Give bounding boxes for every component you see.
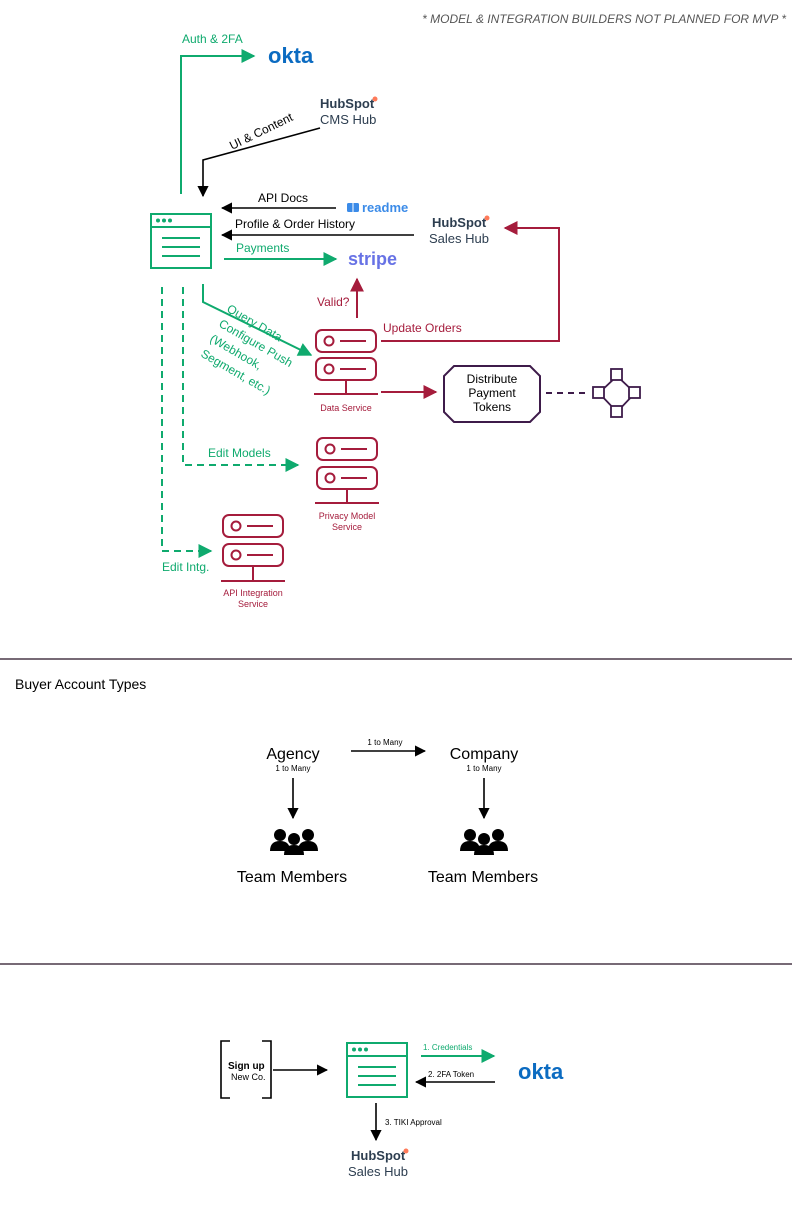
team-members-right-label: Team Members [428, 869, 538, 886]
credentials-label: 1. Credentials [423, 1043, 472, 1052]
api-integration-service-icon [221, 514, 285, 582]
hubspot-wordmark-bottom: HubSpot [351, 1148, 406, 1163]
tiki-approval-label: 3. TIKI Approval [385, 1118, 442, 1127]
distribute-label-2: Payment [468, 386, 516, 400]
hubspot-sprocket-icon [372, 96, 378, 102]
okta-logo-bottom: okta [518, 1059, 564, 1084]
hubspot-wordmark-sales: HubSpot [432, 215, 487, 230]
stripe-logo: stripe [348, 249, 397, 269]
signup-bracket-box [220, 1040, 272, 1099]
edit-models-arrow [182, 287, 300, 472]
query-data-arrow [202, 284, 313, 356]
team-members-icon-left [270, 829, 318, 855]
payments-label: Payments [236, 241, 289, 255]
edit-models-label: Edit Models [208, 446, 271, 460]
privacy-service-label-1: Privacy Model [319, 511, 376, 521]
distribute-tokens-node [443, 365, 541, 423]
team-members-left-label: Team Members [237, 869, 347, 886]
agency-rel-label: 1 to Many [275, 764, 310, 773]
link-rel-label: 1 to Many [367, 738, 402, 747]
web-app-window-icon [150, 213, 212, 269]
readme-wordmark: readme [362, 200, 408, 215]
edit-intg-arrow [161, 287, 213, 558]
signup-subtitle: New Co. [231, 1072, 266, 1082]
team-members-icon-right [460, 829, 508, 855]
buyer-section-title: Buyer Account Types [15, 676, 146, 692]
auth-arrow [180, 49, 256, 194]
hubspot-cms-hub-logo: HubSpot CMS Hub [320, 96, 378, 127]
hubspot-sprocket-icon [484, 215, 490, 221]
signup-app-window-icon [346, 1042, 408, 1098]
distribute-label-1: Distribute [467, 372, 518, 386]
edit-intg-label: Edit Intg. [162, 560, 209, 574]
valid-label: Valid? [317, 295, 350, 309]
data-service-icon [314, 329, 378, 395]
okta-logo-top: okta [268, 43, 314, 68]
api-service-label-1: API Integration [223, 588, 283, 598]
cms-hub-label: CMS Hub [320, 112, 376, 127]
distribute-label-3: Tokens [473, 400, 511, 414]
hubspot-sales-hub-logo-top: HubSpot Sales Hub [429, 215, 490, 246]
sales-hub-label: Sales Hub [429, 231, 489, 246]
privacy-service-label-2: Service [332, 522, 362, 532]
ui-content-arrow [197, 127, 321, 198]
sales-hub-label-bottom: Sales Hub [348, 1164, 408, 1179]
twofa-label: 2. 2FA Token [428, 1070, 474, 1079]
signup-title: Sign up [228, 1061, 265, 1072]
profile-label: Profile & Order History [235, 217, 355, 231]
hubspot-wordmark-cms: HubSpot [320, 96, 375, 111]
company-rel-label: 1 to Many [466, 764, 501, 773]
ui-content-label: UI & Content [227, 110, 295, 153]
api-docs-label: API Docs [258, 191, 308, 205]
data-service-label: Data Service [320, 403, 372, 413]
hubspot-sales-hub-logo-bottom: HubSpot Sales Hub [348, 1148, 409, 1179]
agency-label: Agency [266, 746, 319, 763]
mvp-note: * MODEL & INTEGRATION BUILDERS NOT PLANN… [422, 12, 786, 26]
auth-label: Auth & 2FA [182, 32, 243, 46]
readme-logo: readme [347, 200, 408, 215]
blockchain-network-icon [592, 368, 641, 418]
hubspot-sprocket-icon [403, 1148, 409, 1154]
update-orders-arrow [381, 221, 560, 342]
privacy-model-service-icon [315, 437, 379, 504]
api-service-label-2: Service [238, 599, 268, 609]
company-label: Company [450, 746, 518, 763]
update-orders-label: Update Orders [383, 321, 462, 335]
